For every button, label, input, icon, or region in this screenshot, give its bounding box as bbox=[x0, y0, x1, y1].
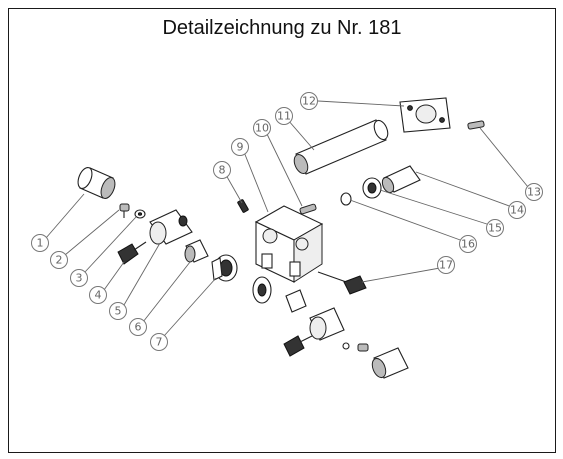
part-7-flange bbox=[211, 254, 238, 282]
part-13-screw bbox=[467, 120, 485, 130]
svg-text:15: 15 bbox=[488, 222, 502, 235]
part-15-bearing bbox=[362, 177, 382, 199]
callout-13: 13 bbox=[525, 183, 543, 201]
part-8-set-screw bbox=[237, 199, 249, 213]
callout-7: 7 bbox=[150, 333, 168, 351]
svg-text:12: 12 bbox=[302, 95, 316, 108]
part-10-screw bbox=[299, 203, 317, 215]
callout-12: 12 bbox=[300, 92, 318, 110]
page-title: Detailzeichnung zu Nr. 181 bbox=[162, 17, 402, 39]
svg-text:9: 9 bbox=[237, 141, 244, 154]
callout-1: 1 bbox=[31, 234, 49, 252]
svg-text:7: 7 bbox=[156, 336, 163, 349]
part-17-lever bbox=[317, 271, 367, 295]
callout-10: 10 bbox=[253, 119, 271, 137]
callout-4: 4 bbox=[89, 286, 107, 304]
leader-lines bbox=[45, 100, 529, 337]
part-6-bushing bbox=[184, 239, 209, 263]
part-4-knob bbox=[117, 241, 147, 265]
svg-text:2: 2 bbox=[56, 254, 63, 267]
lower-assembly bbox=[252, 276, 409, 379]
part-14-pin bbox=[381, 165, 421, 194]
callout-15: 15 bbox=[486, 219, 504, 237]
callout-11: 11 bbox=[275, 107, 293, 125]
svg-text:3: 3 bbox=[76, 272, 83, 285]
callout-9: 9 bbox=[231, 138, 249, 156]
svg-text:8: 8 bbox=[219, 164, 226, 177]
part-9-housing bbox=[254, 205, 324, 283]
part-2-screw bbox=[119, 203, 130, 218]
svg-text:1: 1 bbox=[37, 237, 44, 250]
callout-2: 2 bbox=[50, 251, 68, 269]
callout-8: 8 bbox=[213, 161, 231, 179]
svg-text:4: 4 bbox=[95, 289, 102, 302]
callout-5: 5 bbox=[109, 302, 127, 320]
callout-3: 3 bbox=[70, 269, 88, 287]
callout-17: 17 bbox=[437, 256, 455, 274]
svg-text:13: 13 bbox=[527, 186, 541, 199]
callout-14: 14 bbox=[508, 201, 526, 219]
svg-text:11: 11 bbox=[277, 110, 291, 123]
part-11-rod bbox=[293, 119, 389, 175]
svg-text:17: 17 bbox=[439, 259, 453, 272]
callout-16: 16 bbox=[459, 235, 477, 253]
svg-text:10: 10 bbox=[255, 122, 269, 135]
part-16-ring bbox=[340, 192, 352, 206]
svg-text:5: 5 bbox=[115, 305, 122, 318]
part-5-block bbox=[149, 209, 193, 245]
part-3-washer bbox=[134, 209, 146, 219]
svg-text:14: 14 bbox=[510, 204, 524, 217]
part-12-plate bbox=[399, 97, 451, 133]
callout-6: 6 bbox=[129, 318, 147, 336]
svg-text:16: 16 bbox=[461, 238, 475, 251]
part-1-pin bbox=[77, 167, 116, 199]
svg-text:6: 6 bbox=[135, 321, 142, 334]
